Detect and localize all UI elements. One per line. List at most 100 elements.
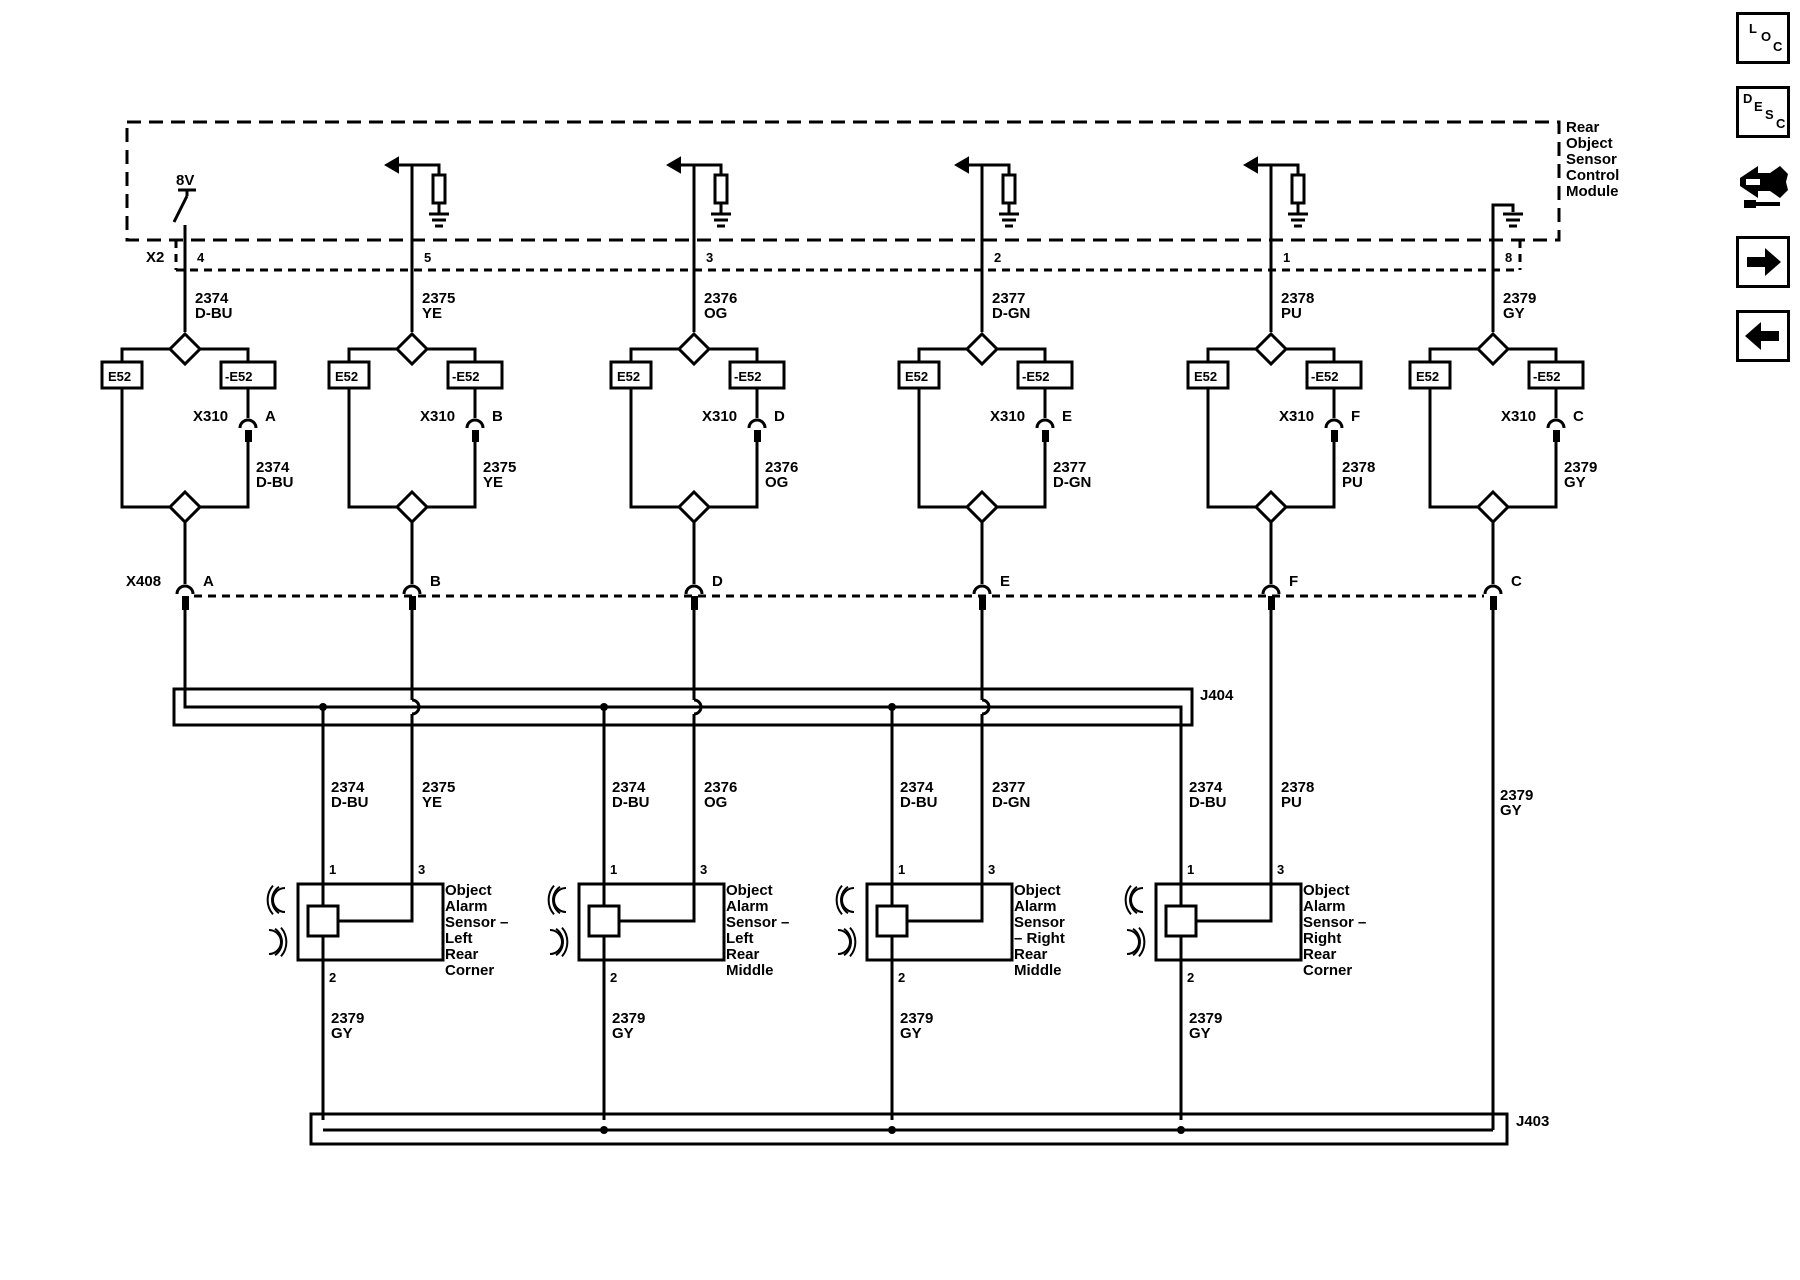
- option-label-e52: E52: [108, 369, 131, 384]
- j404-splice-outer: [172, 687, 1194, 727]
- sensor-pin1-color: D-BU: [1189, 794, 1227, 811]
- sensor-pin1-label: 1: [610, 862, 617, 877]
- wave-arc: [849, 926, 857, 958]
- wire-color: PU: [1281, 305, 1302, 322]
- connector-view-button[interactable]: [1736, 160, 1790, 212]
- sensor-name-line: Middle: [1014, 962, 1062, 979]
- sensor-name-line: Sensor –: [445, 914, 508, 931]
- option-label-e52: E52: [335, 369, 358, 384]
- module-boundary: [125, 120, 1561, 242]
- option-branch-right: [1286, 347, 1336, 362]
- x310-terminal: [1553, 430, 1560, 442]
- ultrasonic-wave-icon: [268, 926, 288, 958]
- loc-letter-o: O: [1761, 29, 1772, 44]
- x310-wire-out: [1286, 442, 1336, 509]
- option-diamond-bottom: [1253, 489, 1289, 525]
- ultrasonic-wave-icon: [1126, 926, 1146, 958]
- desc-letter-d: D: [1743, 91, 1753, 106]
- option-branch-right: [200, 347, 250, 362]
- module-name-line: Object: [1566, 135, 1613, 152]
- previous-page-button[interactable]: [1736, 310, 1790, 362]
- circuit-number: 2379: [1503, 290, 1536, 307]
- sensor-pin2-label: 2: [610, 970, 617, 985]
- resistor-lead: [694, 163, 723, 175]
- sensor-name-line: Alarm: [1303, 898, 1346, 915]
- sensor-name-line: Rear: [1303, 946, 1337, 963]
- module-pin-label: 3: [706, 250, 713, 265]
- x310-terminal: [754, 430, 761, 442]
- x310-pin-label: E: [1062, 408, 1072, 425]
- sensor-pin3-color: PU: [1281, 794, 1302, 811]
- sensor-name-line: Left: [445, 930, 473, 947]
- sensor-pin2-color: GY: [900, 1025, 922, 1042]
- option-diamond-top: [1475, 331, 1511, 367]
- description-button[interactable]: D E S C: [1736, 86, 1790, 138]
- loc-letter-l: L: [1749, 21, 1757, 36]
- sensor-pin3-circuit: 2377: [992, 779, 1025, 796]
- sensor-pin3-wire: [619, 884, 696, 923]
- sensor-name-line: Object: [1014, 882, 1061, 899]
- wire-color: PU: [1342, 474, 1363, 491]
- option-diamond-bottom: [676, 489, 712, 525]
- j404-label: J404: [1200, 687, 1234, 704]
- sensor-pin3-color: D-GN: [992, 794, 1030, 811]
- signal-arrow-icon: [954, 156, 969, 174]
- sensor-name-line: Corner: [1303, 962, 1352, 979]
- sensor-name-line: Rear: [445, 946, 479, 963]
- wire-crossover: [693, 698, 703, 716]
- sensor-pin1-label: 1: [1187, 862, 1194, 877]
- resistor: [431, 173, 447, 205]
- x310-wire-out: [1508, 442, 1558, 509]
- x310-wire-out: [997, 442, 1047, 509]
- sensor-pin1-color: D-BU: [612, 794, 650, 811]
- ultrasonic-wave-icon: [1124, 884, 1144, 916]
- option-bypass-wire: [120, 388, 170, 509]
- x408-connector-symbol: [1483, 584, 1503, 595]
- option-box-not-e52: [446, 360, 504, 390]
- option-diamond-top: [676, 331, 712, 367]
- sensor-pin1-color: D-BU: [900, 794, 938, 811]
- wave-arc: [547, 884, 555, 916]
- module-pin-label: 5: [424, 250, 431, 265]
- x310-connector-symbol: [747, 418, 767, 429]
- circuit-number: 2377: [1053, 459, 1086, 476]
- wire-color: GY: [1503, 305, 1525, 322]
- sensor-pin1-circuit: 2374: [900, 779, 934, 796]
- module-ground-lead: [1491, 203, 1515, 240]
- wave-arc: [561, 926, 569, 958]
- x310-connector-symbol: [238, 418, 258, 429]
- sensor-name-line: Alarm: [726, 898, 769, 915]
- signal-arrow-icon: [384, 156, 399, 174]
- x310-connector-label: X310: [702, 408, 737, 425]
- wire-color: OG: [765, 474, 788, 491]
- option-diamond-top: [167, 331, 203, 367]
- option-diamond-top: [964, 331, 1000, 367]
- x310-terminal: [245, 430, 252, 442]
- x310-terminal: [472, 430, 479, 442]
- sensor-pin1-circuit: 2374: [331, 779, 365, 796]
- x408-connector-symbol: [684, 584, 704, 595]
- resistor: [1001, 173, 1017, 205]
- option-label-e52: E52: [1194, 369, 1217, 384]
- sensor-name-line: Object: [445, 882, 492, 899]
- sensor-name-line: Sensor –: [1303, 914, 1366, 931]
- option-bypass-wire: [347, 388, 397, 509]
- x310-connector-symbol: [1035, 418, 1055, 429]
- option-label-e52: E52: [1416, 369, 1439, 384]
- loc-letter-c: C: [1773, 39, 1783, 54]
- sensor-pin3-wire: [1196, 884, 1273, 923]
- splice-dot: [1177, 1126, 1185, 1134]
- module-pin-label: 1: [1283, 250, 1290, 265]
- x310-connector-label: X310: [193, 408, 228, 425]
- circuit-number: 2379: [1564, 459, 1597, 476]
- location-button[interactable]: L O C: [1736, 12, 1790, 64]
- wire-color: YE: [483, 474, 503, 491]
- sensor-pin3-label: 3: [988, 862, 995, 877]
- next-page-button[interactable]: [1736, 236, 1790, 288]
- x310-wire-out: [709, 442, 759, 509]
- sensor-pin1-label: 1: [329, 862, 336, 877]
- circuit-number: 2376: [765, 459, 798, 476]
- module-name-line: Rear: [1566, 119, 1600, 136]
- module-name-line: Control: [1566, 167, 1619, 184]
- resistor: [713, 173, 729, 205]
